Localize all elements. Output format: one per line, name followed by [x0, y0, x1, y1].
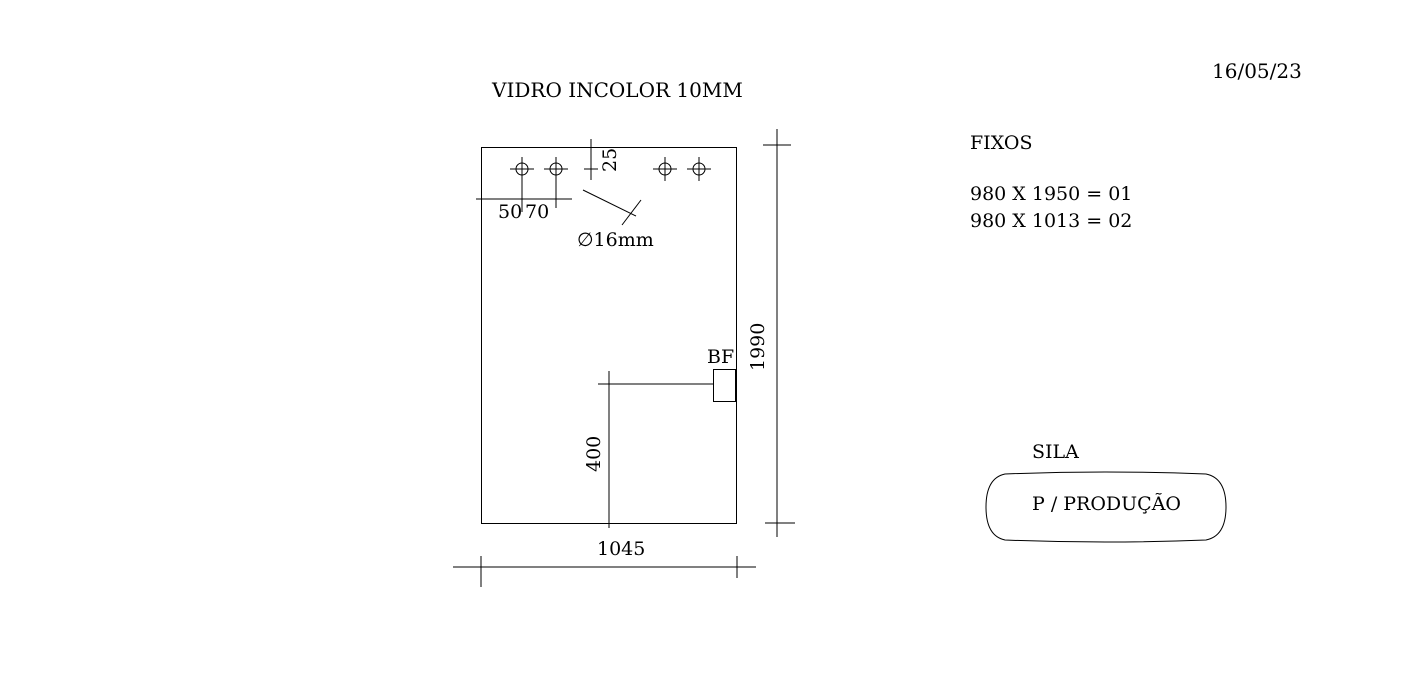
hole-offset-dimension-line	[476, 181, 572, 212]
height-dimension-line	[763, 129, 795, 537]
fixos-line-1: 980 X 1950 = 01	[970, 183, 1132, 205]
hole-4	[687, 157, 711, 181]
hole-offset-50-label: 50	[498, 201, 522, 223]
fixos-heading: FIXOS	[970, 132, 1032, 154]
diameter-leader	[582, 189, 642, 226]
hole-3	[653, 157, 677, 181]
fixos-line-2: 980 X 1013 = 02	[970, 210, 1132, 232]
hole-diameter-label: ∅16mm	[577, 229, 654, 251]
hole-2	[544, 157, 568, 181]
fitting-height-label: 400	[583, 436, 605, 472]
top-offset-dimension-line	[584, 139, 598, 180]
height-label: 1990	[747, 323, 769, 371]
production-stamp-label: P / PRODUÇÃO	[1032, 493, 1181, 515]
top-offset-label: 25	[599, 148, 621, 172]
width-dimension-line	[453, 556, 756, 587]
production-stamp-frame	[985, 471, 1227, 543]
sila-label: SILA	[1032, 441, 1079, 463]
fitting-box	[713, 369, 736, 402]
drawing-title: VIDRO INCOLOR 10MM	[491, 78, 743, 102]
width-label: 1045	[597, 538, 645, 560]
fitting-label: BF	[707, 346, 734, 368]
fitting-height-dimension-line	[598, 371, 713, 528]
date-label: 16/05/23	[1212, 59, 1302, 83]
hole-offset-70-label: 70	[525, 201, 549, 223]
hole-1	[510, 157, 534, 181]
